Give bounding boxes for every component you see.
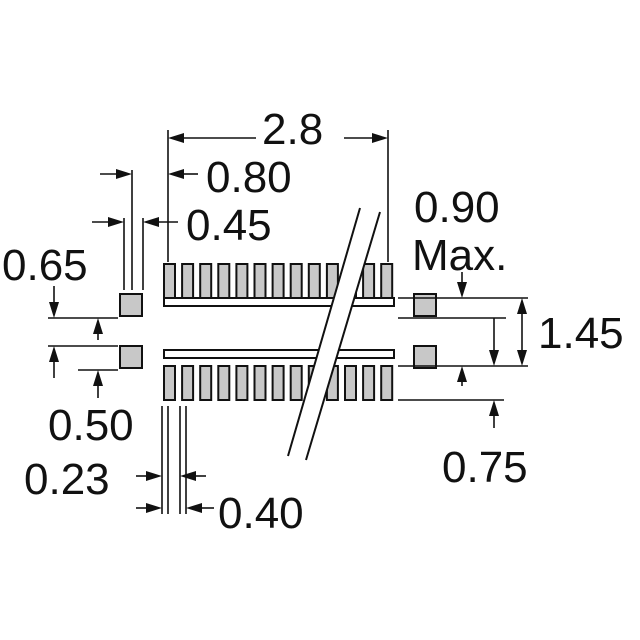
bottom-pin bbox=[253, 365, 267, 401]
dim-max-height-value: 0.90 bbox=[414, 183, 500, 232]
top-pin bbox=[163, 263, 176, 299]
dim-pad-width: 0.65 bbox=[2, 241, 88, 290]
bottom-pin bbox=[181, 365, 195, 401]
bottom-body-rail bbox=[163, 349, 395, 359]
height-dimension bbox=[398, 298, 527, 366]
top-body-rail bbox=[163, 297, 395, 307]
top-pin-row bbox=[163, 263, 394, 299]
body-thickness-dimension bbox=[398, 399, 504, 428]
bottom-pin bbox=[289, 365, 303, 401]
top-pin bbox=[181, 263, 195, 299]
dim-pin-span: 0.80 bbox=[206, 153, 292, 202]
pad-gap-dimension bbox=[48, 345, 118, 398]
pin-span-dimension bbox=[168, 169, 198, 179]
top-pin bbox=[380, 263, 394, 299]
top-pin bbox=[307, 263, 321, 299]
top-pin bbox=[362, 263, 376, 299]
pad-width-dimension bbox=[48, 286, 118, 340]
dim-height: 1.45 bbox=[538, 309, 624, 358]
right-bottom-pad bbox=[413, 345, 437, 369]
pitch-dimension bbox=[136, 406, 214, 514]
max-height-dimension bbox=[398, 272, 528, 386]
right-top-pad bbox=[413, 293, 437, 317]
bottom-pin bbox=[235, 365, 249, 401]
dim-pitch: 0.40 bbox=[218, 489, 304, 538]
dim-body-thickness: 0.75 bbox=[442, 443, 528, 492]
left-extension-dimension bbox=[100, 169, 133, 290]
edge-offset-dimension bbox=[92, 217, 178, 290]
bottom-pin-row bbox=[163, 365, 394, 401]
dim-pin-width: 0.23 bbox=[24, 455, 110, 504]
bottom-pin bbox=[380, 365, 394, 401]
top-pin bbox=[217, 263, 231, 299]
bottom-pin bbox=[163, 365, 176, 401]
top-pin bbox=[289, 263, 303, 299]
bottom-pin bbox=[199, 365, 213, 401]
dim-pad-gap: 0.50 bbox=[48, 401, 134, 450]
overall-width-dimension bbox=[167, 130, 389, 262]
left-top-pad bbox=[119, 293, 143, 317]
dim-edge-offset: 0.45 bbox=[186, 201, 272, 250]
bottom-pin bbox=[217, 365, 231, 401]
top-pin bbox=[199, 263, 213, 299]
top-pin bbox=[253, 263, 267, 299]
top-pin bbox=[235, 263, 249, 299]
bottom-pin bbox=[362, 365, 376, 401]
top-pin bbox=[271, 263, 285, 299]
dim-overall-width: 2.8 bbox=[262, 105, 323, 154]
dim-max-height-suffix: Max. bbox=[412, 231, 507, 280]
bottom-pin bbox=[271, 365, 285, 401]
bottom-pin bbox=[344, 365, 357, 401]
left-bottom-pad bbox=[119, 345, 143, 369]
break-mark bbox=[287, 207, 381, 461]
